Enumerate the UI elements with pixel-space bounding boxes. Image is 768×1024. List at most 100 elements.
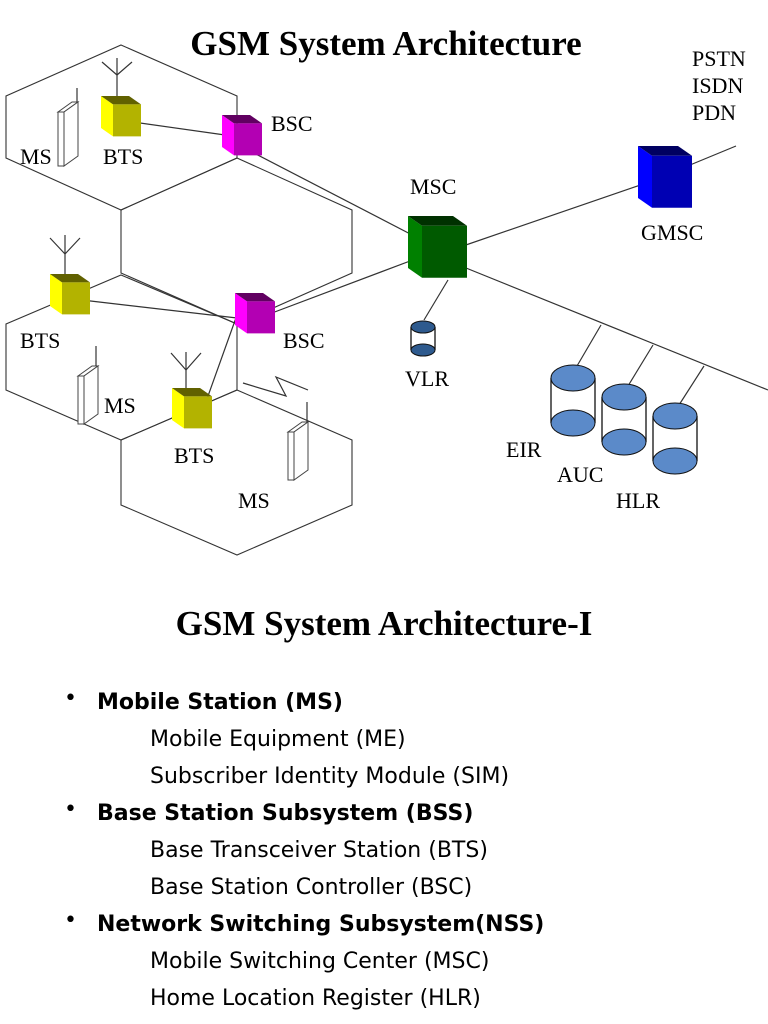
cube-left-face (235, 293, 247, 334)
gsm-architecture-diagram: MS BTS BSC MSC GMSC PSTN ISDN PDN BTS BS… (5, 44, 768, 556)
label-gmsc: GMSC (641, 220, 703, 245)
msc-icon (408, 216, 467, 278)
cube-top-face (638, 146, 692, 156)
eir-database-icon (550, 364, 596, 437)
cube-top-face (408, 216, 467, 226)
cylinder-top (652, 402, 698, 430)
label-auc: AUC (557, 462, 603, 487)
bts-top-icon (101, 96, 141, 137)
bullet-icon: • (64, 797, 77, 822)
cube-left-face (638, 146, 652, 208)
radio-link-icon (242, 375, 309, 397)
section-heading-nss: • Network Switching Subsystem(NSS) (0, 908, 768, 945)
hlr-database-icon (652, 402, 698, 475)
label-hlr: HLR (616, 488, 660, 513)
section-title: GSM System Architecture-I (175, 604, 593, 643)
list-item: Mobile Equipment (ME) (0, 723, 768, 760)
bullet-list: • Mobile Station (MS) Mobile Equipment (… (0, 686, 768, 1019)
link-gmsc-networks (689, 145, 737, 166)
label-msc: MSC (410, 174, 456, 199)
cube-left-face (408, 216, 422, 278)
link-bus-hlr (678, 365, 705, 406)
label-bts-top: BTS (103, 144, 143, 169)
cube-top-face (50, 274, 90, 283)
cylinder-bottom (652, 447, 698, 475)
label-isdn: ISDN (692, 73, 743, 98)
label-bts-bottom: BTS (174, 443, 214, 468)
label-ms-top: MS (20, 144, 52, 169)
cube-top-face (101, 96, 141, 105)
bsc-mid-icon (235, 293, 275, 334)
bullet-icon: • (64, 686, 77, 711)
diagram-labels: MS BTS BSC MSC GMSC PSTN ISDN PDN BTS BS… (20, 46, 746, 513)
heading-text: Mobile Station (MS) (97, 690, 343, 715)
cylinder-body (411, 327, 435, 350)
link-bus-eir (576, 324, 602, 367)
cylinder-bottom (410, 343, 436, 357)
network-nodes (50, 96, 692, 429)
gmsc-icon (638, 146, 692, 208)
heading-text: Base Station Subsystem (BSS) (97, 801, 474, 826)
list-item-text: Mobile Equipment (ME) (150, 727, 406, 752)
label-bsc-mid: BSC (283, 328, 325, 353)
vlr-database-icon (410, 320, 436, 357)
cube-left-face (50, 274, 62, 315)
cube-top-face (235, 293, 275, 302)
link-msc-vlr (423, 279, 449, 321)
cube-left-face (101, 96, 113, 137)
list-item-text: Base Station Controller (BSC) (150, 875, 473, 900)
cube-front-face (113, 104, 141, 137)
link-bsc-top-msc (251, 151, 419, 239)
cube-top-face (222, 115, 262, 124)
cylinder-bottom (550, 409, 596, 437)
label-bts-left: BTS (20, 328, 60, 353)
label-ms-mid: MS (104, 393, 136, 418)
heading-text: Network Switching Subsystem(NSS) (97, 912, 545, 937)
label-ms-bottom: MS (238, 488, 270, 513)
cylinder-top (410, 320, 436, 334)
cube-front-face (247, 301, 275, 334)
cube-left-face (172, 388, 184, 429)
cell-bottom (120, 389, 353, 556)
cylinder-top (550, 364, 596, 392)
link-msc-gmsc (459, 179, 656, 248)
cube-front-face (62, 282, 90, 315)
mobile-phone-icon (286, 402, 310, 481)
bsc-top-icon (222, 115, 262, 156)
list-item-text: Home Location Register (HLR) (150, 986, 481, 1011)
link-bts-top-bsc-top (132, 121, 226, 136)
cube-front-face (184, 396, 212, 429)
list-item: Mobile Switching Center (MSC) (0, 945, 768, 982)
link-msc-databases (465, 267, 768, 391)
label-eir: EIR (506, 437, 542, 462)
cube-left-face (222, 115, 234, 156)
cube-front-face (422, 225, 467, 278)
mobile-stations (56, 88, 310, 481)
list-item: Base Transceiver Station (BTS) (0, 834, 768, 871)
antenna-icon (49, 235, 81, 275)
cube-top-face (172, 388, 212, 397)
list-item-text: Mobile Switching Center (MSC) (150, 949, 490, 974)
list-item-text: Subscriber Identity Module (SIM) (150, 764, 510, 789)
auc-database-icon (601, 383, 647, 456)
label-vlr: VLR (405, 366, 449, 391)
bullet-icon: • (64, 908, 77, 933)
antenna-icon (101, 58, 133, 96)
list-item: Subscriber Identity Module (SIM) (0, 760, 768, 797)
bts-left-icon (50, 274, 90, 315)
cylinder-bottom (601, 428, 647, 456)
link-bts-left-bsc-mid (81, 299, 238, 319)
label-pdn: PDN (692, 100, 736, 125)
cylinder-top (601, 383, 647, 411)
list-item: Base Station Controller (BSC) (0, 871, 768, 908)
cube-front-face (234, 123, 262, 156)
databases (410, 320, 698, 475)
label-bsc-top: BSC (271, 111, 313, 136)
link-bus-auc (627, 344, 654, 387)
list-item: Home Location Register (HLR) (0, 982, 768, 1019)
mobile-phone-icon (76, 346, 100, 425)
section-heading-bss: • Base Station Subsystem (BSS) (0, 797, 768, 834)
section-heading-ms: • Mobile Station (MS) (0, 686, 768, 723)
label-pstn: PSTN (692, 46, 746, 71)
mobile-phone-icon (56, 88, 80, 167)
